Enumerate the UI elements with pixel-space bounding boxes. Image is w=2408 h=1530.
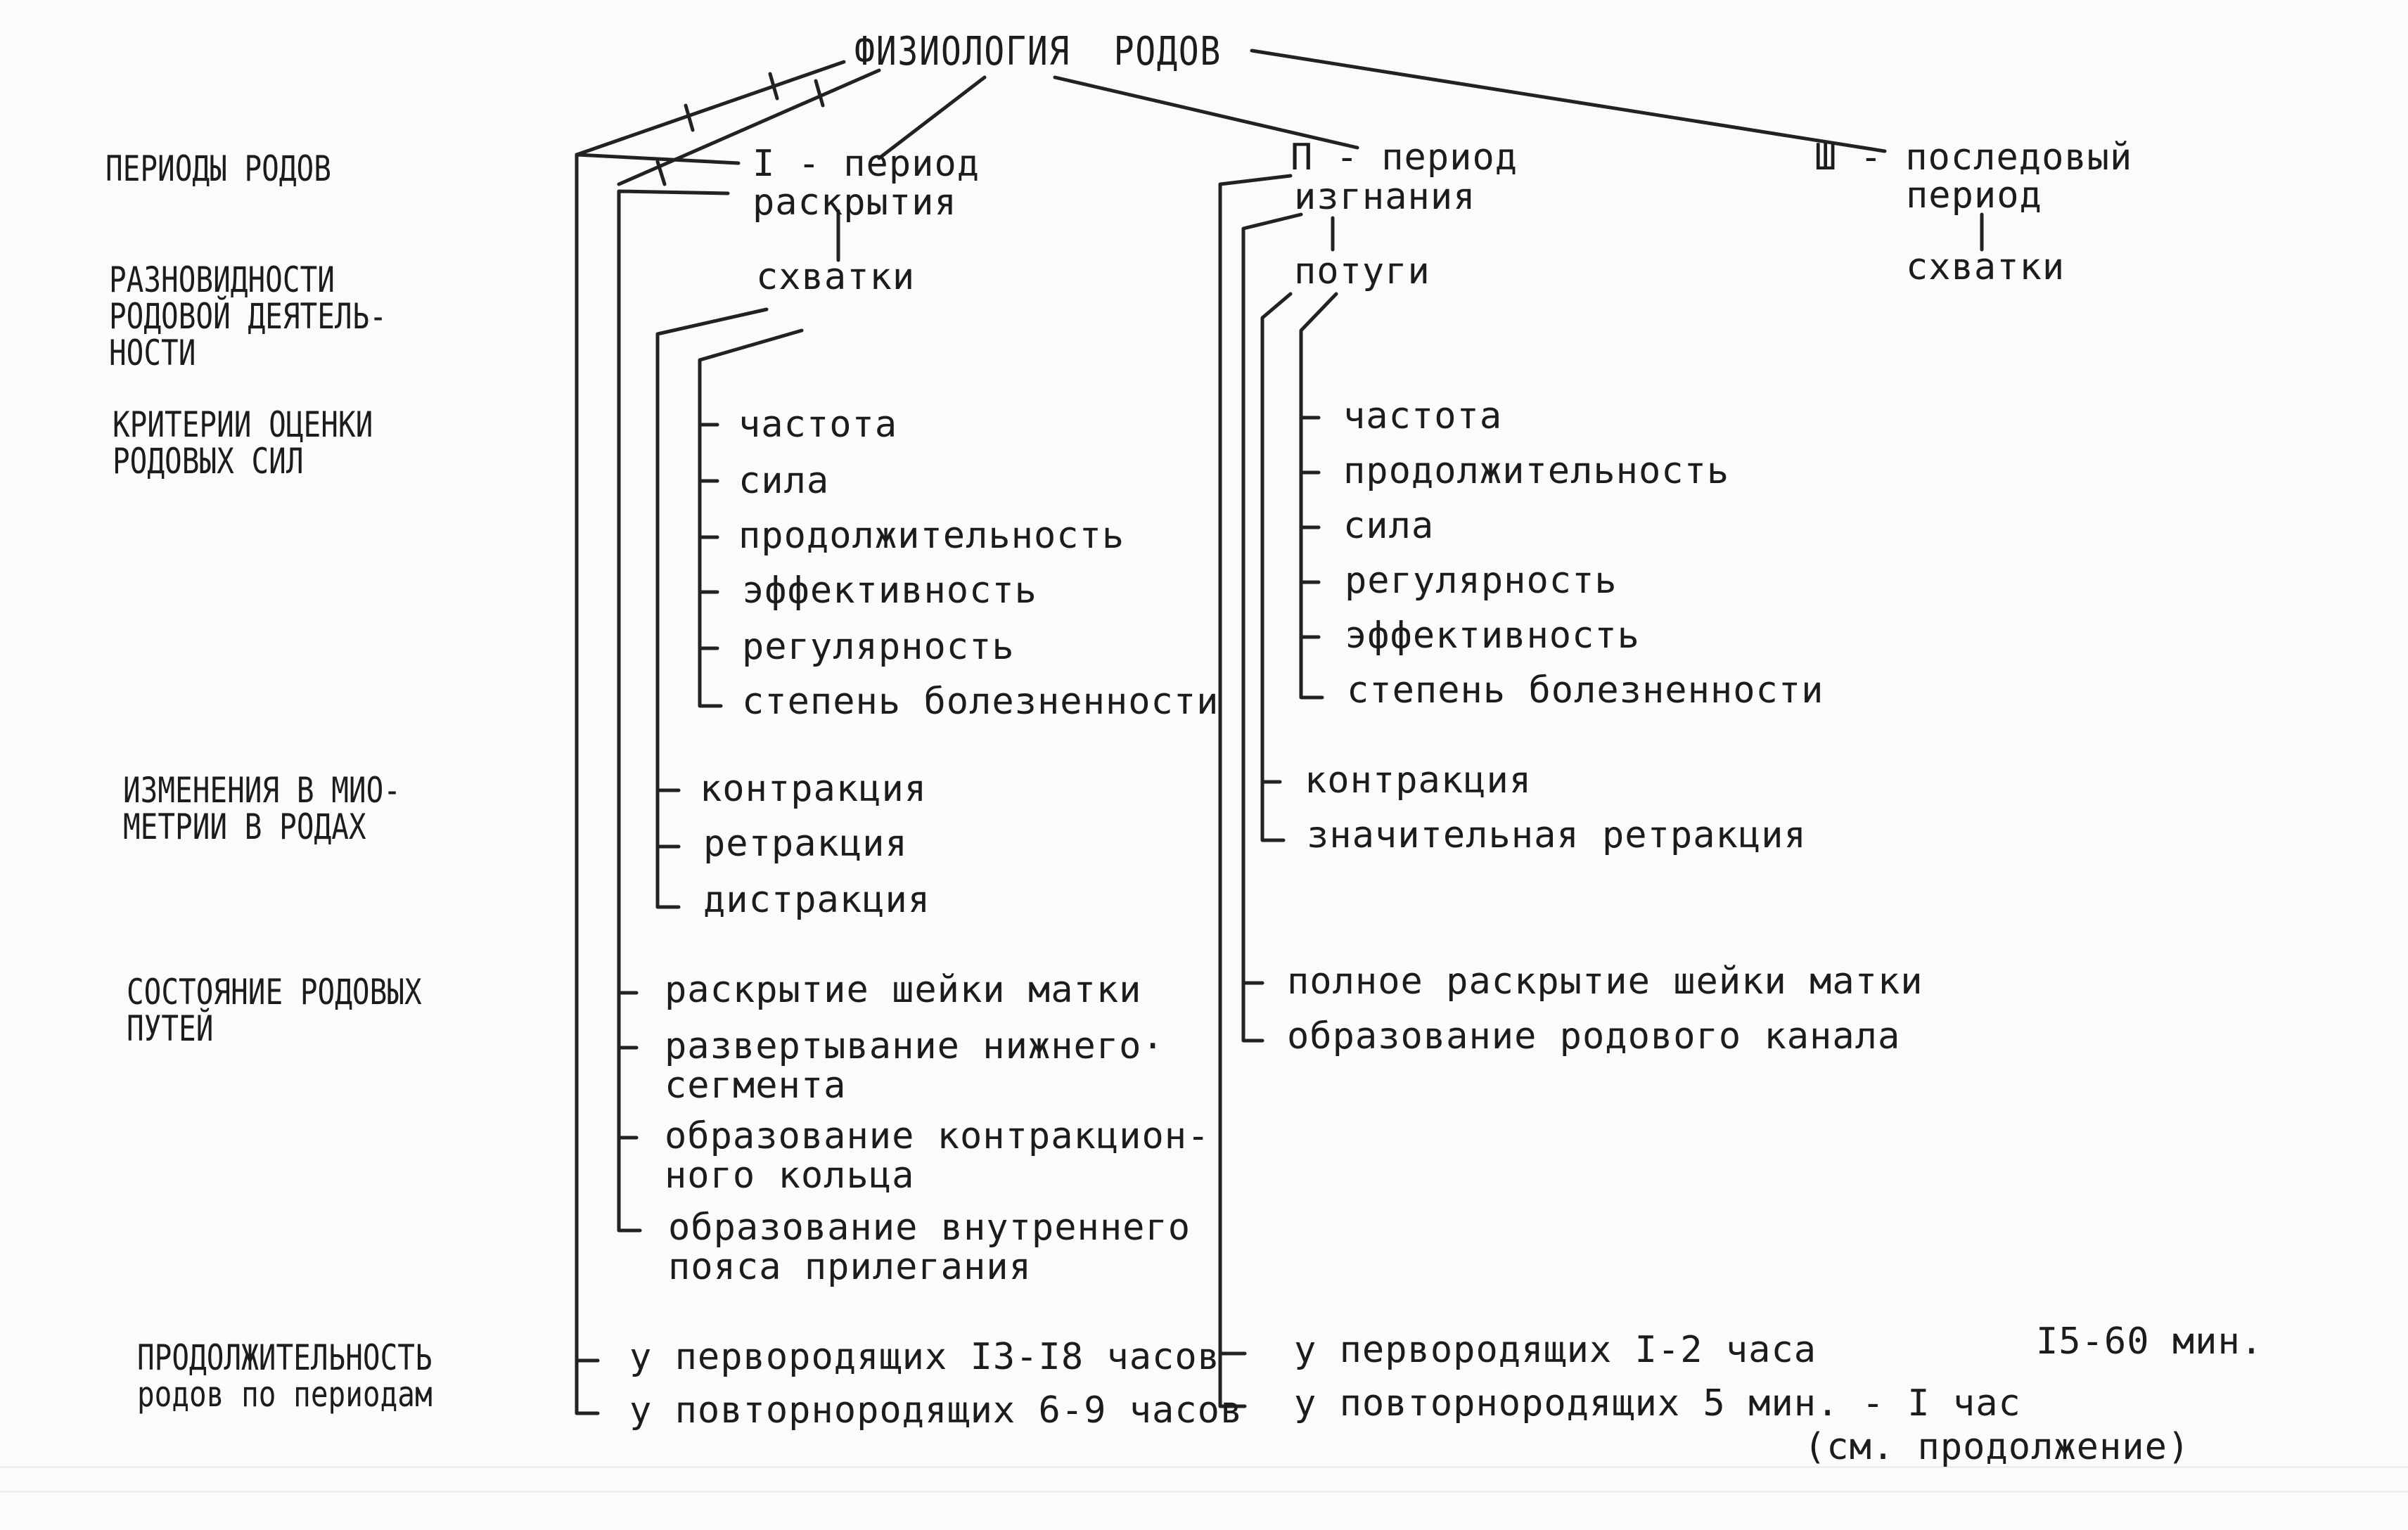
- period1-activity: схватки: [756, 256, 916, 298]
- period1-myometrium: контракция: [700, 768, 928, 810]
- period1-myometrium: дистракция: [703, 879, 931, 921]
- row-label-birth-canal: СОСТОЯНИЕ РОДОВЫХ ПУТЕЙ: [127, 972, 422, 1049]
- period1-criterion: частота: [738, 404, 898, 446]
- diagram-title: ФИЗИОЛОГИЯ РОДОВ: [854, 29, 1222, 75]
- period1-criterion: степень болезненности: [742, 681, 1219, 723]
- period1-criterion: сила: [738, 460, 830, 502]
- period1-canal-item: образование внутреннего пояса прилегания: [668, 1207, 1191, 1288]
- period2-myometrium: значительная ретракция: [1307, 814, 1807, 856]
- period2-name-line2: изгнания: [1294, 176, 1476, 218]
- period1-name-line1: I - период: [752, 143, 980, 185]
- row-label-duration: ПРОДОЛЖИТЕЛЬНОСТЬ родов по периодам: [137, 1337, 433, 1415]
- row-label-myometrium: ИЗМЕНЕНИЯ В МИО- МЕТРИИ В РОДАХ: [123, 770, 401, 847]
- row-label-criteria: КРИТЕРИИ ОЦЕНКИ РОДОВЫХ СИЛ: [113, 404, 373, 482]
- row-label-varieties: РАЗНОВИДНОСТИ РОДОВОЙ ДЕЯТЕЛЬ- НОСТИ: [109, 259, 387, 373]
- period3-name-line2: период: [1906, 174, 2042, 217]
- scan-artifact: [0, 1491, 2408, 1493]
- period2-name-line1: П - период: [1291, 136, 1518, 179]
- period1-duration: у повторнородящих 6-9 часов: [629, 1389, 1243, 1432]
- footnote-continued: (см. продолжение): [1804, 1426, 2191, 1468]
- period1-duration: у первородящих I3-I8 часов: [629, 1336, 1220, 1378]
- period1-criterion: эффективность: [742, 570, 1037, 612]
- period1-canal-item: развертывание нижнего· сегмента: [665, 1025, 1165, 1107]
- period2-criterion: регулярность: [1345, 560, 1618, 602]
- period3-name-line1: Ш - последовый: [1814, 136, 2133, 179]
- period3-duration: I5-60 мин.: [2036, 1320, 2264, 1363]
- period1-canal-item: образование контракцион- ного кольца: [665, 1115, 1210, 1197]
- period2-criterion: эффективность: [1345, 615, 1640, 657]
- period2-duration: у повторнородящих 5 мин. - I час: [1294, 1382, 2021, 1425]
- period2-activity: потуги: [1294, 250, 1430, 292]
- period2-criterion: продолжительность: [1343, 450, 1730, 492]
- period1-criterion: регулярность: [742, 626, 1015, 668]
- period1-canal-item: раскрытие шейки матки: [665, 969, 1142, 1011]
- period1-name-line2: раскрытия: [752, 181, 957, 224]
- period2-criterion: сила: [1343, 505, 1435, 547]
- scan-artifact: [0, 1466, 2408, 1468]
- row-label-periods: ПЕРИОДЫ РОДОВ: [105, 148, 331, 189]
- period2-criterion: частота: [1343, 395, 1503, 437]
- period2-canal-item: полное раскрытие шейки матки: [1287, 960, 1923, 1003]
- period1-myometrium: ретракция: [703, 823, 908, 865]
- period2-criterion: степень болезненности: [1347, 669, 1824, 712]
- period2-myometrium: контракция: [1305, 759, 1532, 802]
- period3-activity: схватки: [1906, 246, 2066, 288]
- period1-criterion: продолжительность: [738, 515, 1125, 557]
- period2-duration: у первородящих I-2 часа: [1294, 1329, 1817, 1371]
- period2-canal-item: образование родового канала: [1287, 1015, 1901, 1058]
